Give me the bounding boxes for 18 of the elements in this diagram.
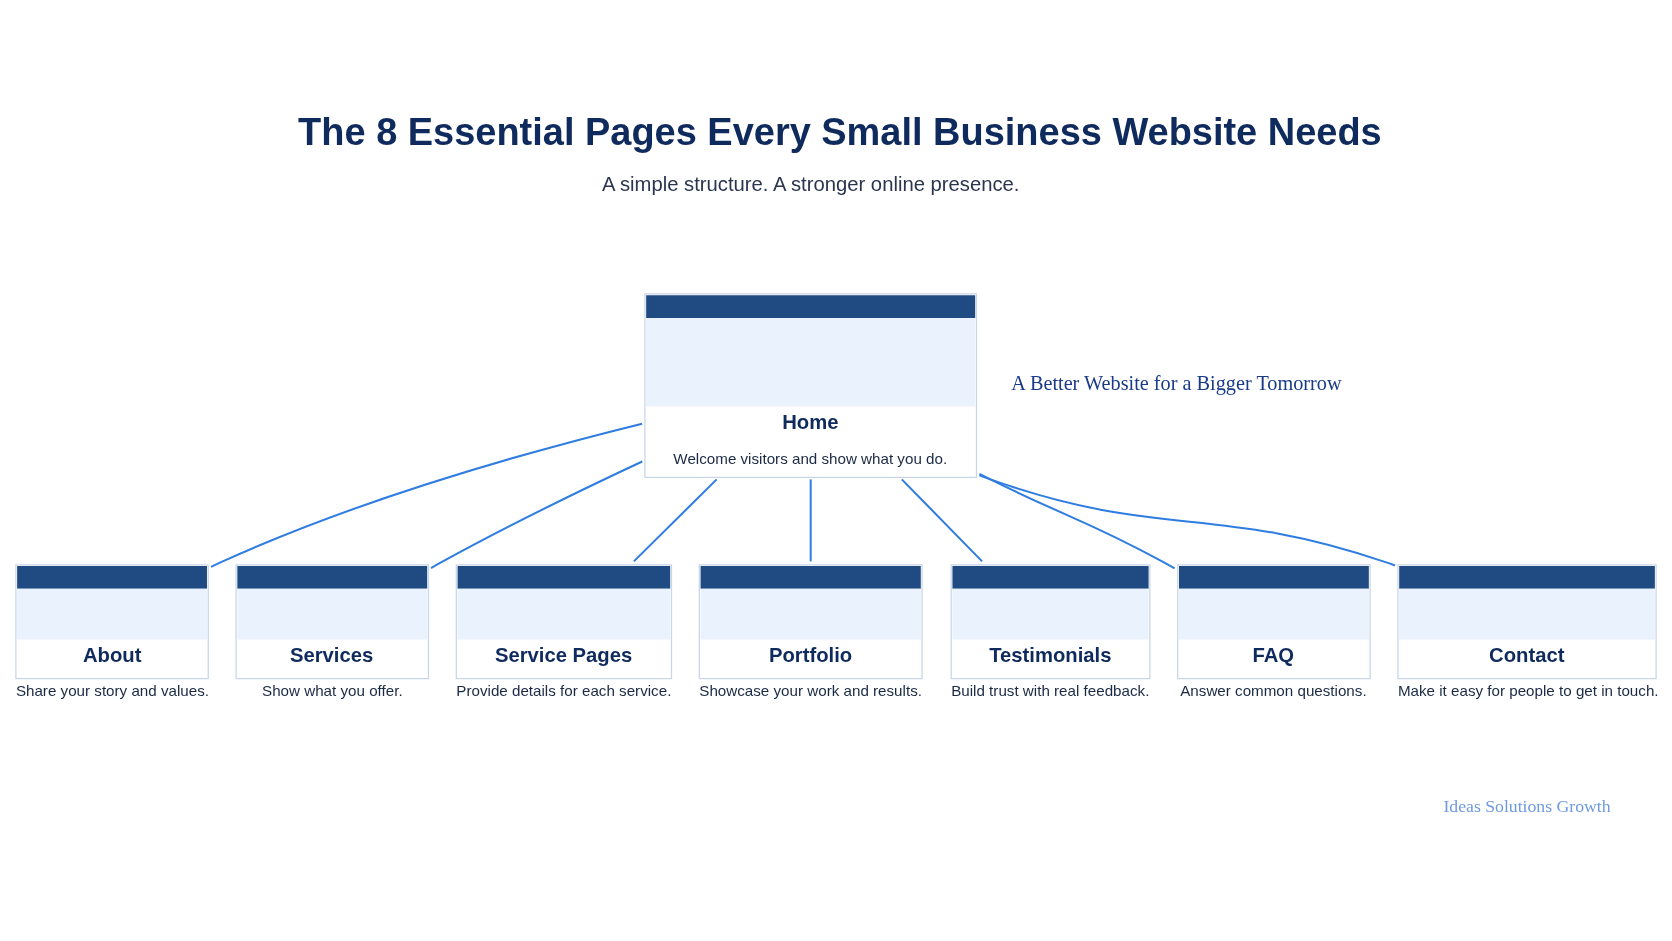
node-label: Showcase your work and results. (699, 681, 922, 699)
connector (430, 460, 643, 569)
node-label: Show what you offer. (262, 681, 403, 699)
connector (210, 422, 643, 568)
label: Ideas Solutions Growth (1443, 795, 1611, 816)
connector (979, 473, 1176, 570)
connector (979, 474, 1396, 567)
node-label: Build trust with real feedback. (951, 681, 1150, 699)
label: A simple structure. A stronger online presence. (601, 172, 1020, 195)
connector (809, 479, 812, 562)
label: A Better Website for a Bigger Tomorrow (1011, 371, 1342, 394)
connector (901, 478, 983, 563)
node-label: Provide details for each service. (456, 681, 672, 699)
node-label: Make it easy for people to get in touch. (1397, 681, 1659, 699)
node-label: Share your story and values. (15, 681, 209, 699)
node-label: Answer common questions. (1180, 681, 1367, 699)
diagram-title: The 8 Essential Pages Every Small Business Website Needs (298, 111, 1382, 154)
connector (633, 478, 718, 563)
